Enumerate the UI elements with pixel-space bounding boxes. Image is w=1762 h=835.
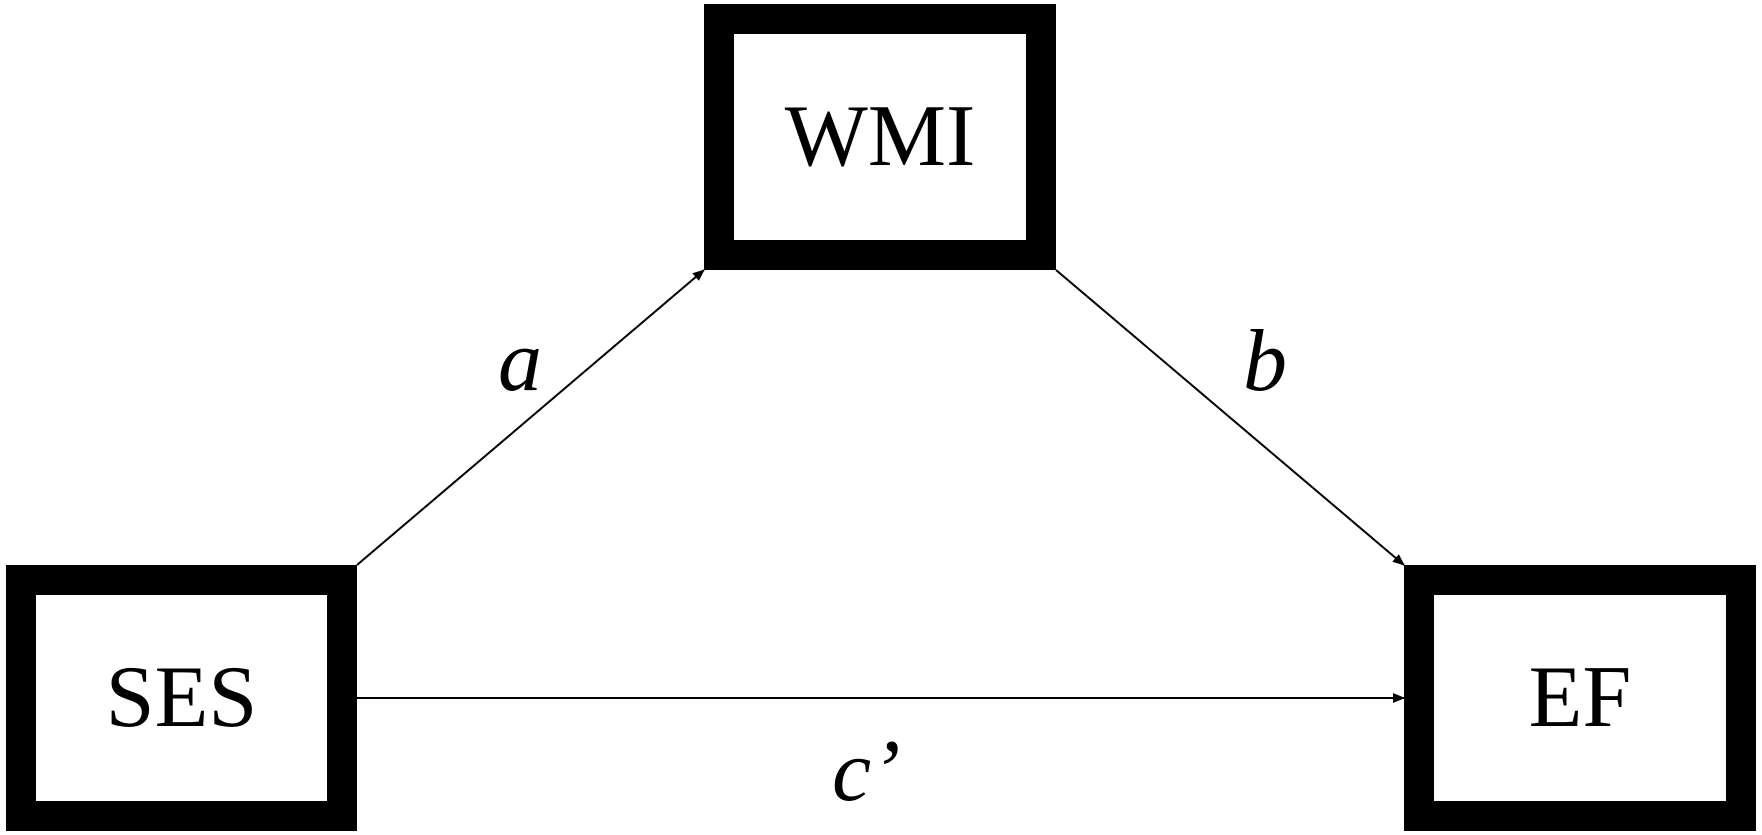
node-ef: EF	[1404, 565, 1756, 831]
node-wmi: WMI	[704, 4, 1056, 270]
path-label-c-prime: c’	[832, 723, 901, 820]
arrow-a-ses-to-wmi	[356, 269, 705, 566]
node-ef-label: EF	[1528, 649, 1632, 746]
node-ses-label: SES	[105, 649, 258, 746]
node-wmi-label: WMI	[784, 88, 976, 185]
path-label-b: b	[1243, 313, 1287, 410]
path-label-a: a	[498, 313, 542, 410]
node-ses: SES	[6, 565, 357, 831]
arrow-b-wmi-to-ef	[1055, 269, 1405, 566]
